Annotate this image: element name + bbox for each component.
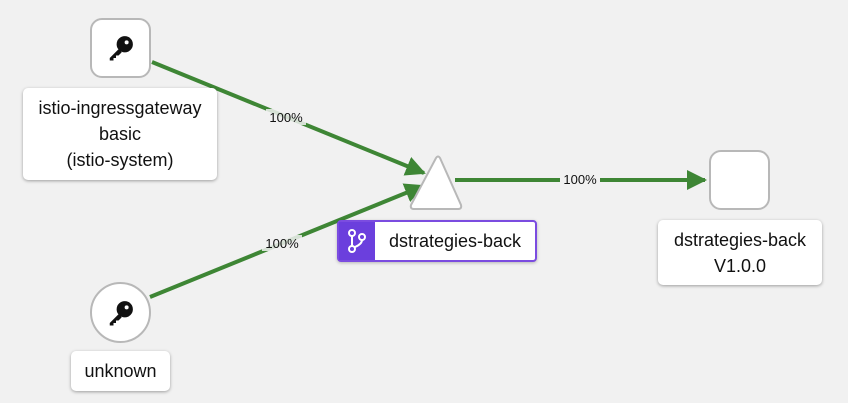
- key-icon: [109, 36, 133, 61]
- unknown-node[interactable]: [90, 282, 151, 343]
- service-label[interactable]: dstrategies-back: [337, 220, 537, 262]
- edge-label-service-workload: 100%: [563, 172, 597, 187]
- service-node-triangle[interactable]: [409, 155, 463, 210]
- workload-version: V1.0.0: [713, 255, 767, 276]
- unknown-label-text: unknown: [84, 361, 157, 381]
- ingress-namespace: (istio-system): [66, 150, 174, 170]
- ingress-name: istio-ingressgateway: [38, 98, 202, 118]
- workload-name: dstrategies-back: [673, 229, 807, 250]
- workload-label: dstrategies-back V1.0.0: [658, 220, 822, 285]
- ingress-label: istio-ingressgateway basic (istio-system…: [23, 88, 217, 180]
- service-name: dstrategies-back: [388, 230, 522, 251]
- key-icon: [109, 300, 133, 325]
- unknown-label: unknown: [71, 351, 170, 391]
- ingress-version: basic: [98, 124, 142, 144]
- workload-node[interactable]: [709, 150, 770, 210]
- edge-label-unknown: 100%: [265, 236, 299, 251]
- code-branch-icon: [339, 222, 375, 260]
- ingress-node[interactable]: [90, 18, 151, 78]
- edge-label-ingress: 100%: [269, 110, 303, 125]
